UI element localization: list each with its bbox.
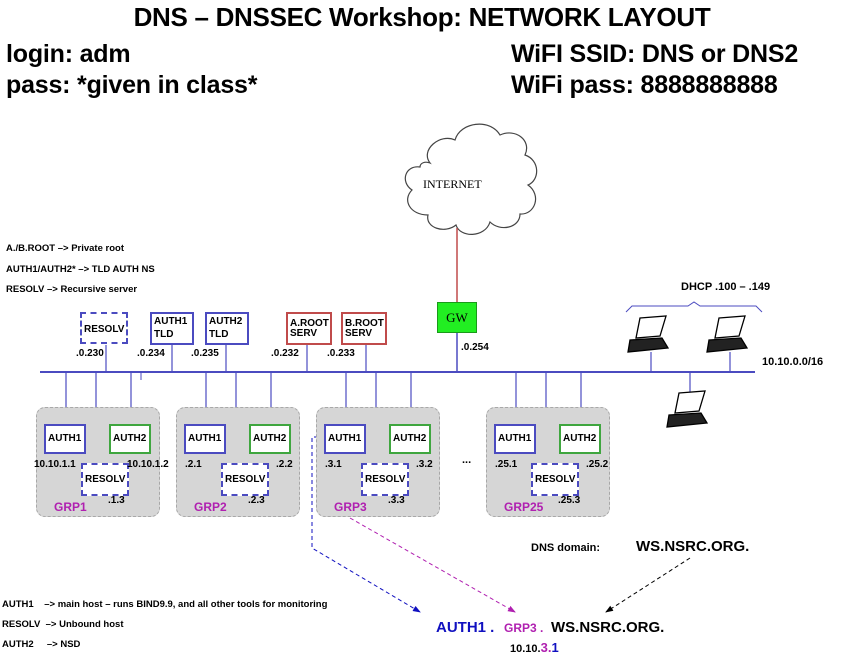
core-auth1-line2: TLD bbox=[154, 329, 174, 340]
auth2-ip: .2.2 bbox=[276, 459, 293, 470]
gateway-node[interactable]: GW bbox=[437, 302, 477, 333]
dhcp-brace bbox=[625, 301, 763, 313]
gateway-label: GW bbox=[446, 310, 468, 325]
fqdn-host: AUTH1 . bbox=[436, 619, 495, 636]
laptop-icon bbox=[666, 390, 709, 428]
auth2-node[interactable]: AUTH2 bbox=[249, 424, 291, 454]
fqdn-ip: 10.10.3.1 bbox=[510, 640, 559, 655]
legend-tld: AUTH1/AUTH2* –> TLD AUTH NS bbox=[6, 264, 155, 275]
core-resolv-label: RESOLV bbox=[84, 324, 125, 335]
core-auth1-ip: .0.234 bbox=[137, 348, 165, 359]
fqdn-domain: WS.NSRC.ORG. bbox=[551, 619, 665, 636]
auth1-ip: .25.1 bbox=[495, 459, 518, 470]
wifi-ssid-text: WiFI SSID: DNS or DNS2 bbox=[511, 40, 799, 68]
group-name: GRP25 bbox=[504, 500, 544, 514]
auth1-node-label: AUTH1 bbox=[498, 433, 532, 444]
fqdn-ip-host: 1 bbox=[551, 640, 559, 655]
fqdn-ip-prefix: 10.10. bbox=[510, 643, 541, 655]
core-a-root-line1: A.ROOT bbox=[290, 318, 329, 329]
auth2-ip: 10.10.1.2 bbox=[127, 459, 169, 470]
resolv-ip: .25.3 bbox=[558, 495, 581, 506]
wifi-pass-text: WiFi pass: 8888888888 bbox=[511, 71, 778, 99]
auth2-node[interactable]: AUTH2 bbox=[389, 424, 431, 454]
group-name: GRP2 bbox=[194, 500, 227, 514]
core-b-root-line1: B.ROOT bbox=[345, 318, 384, 329]
resolv-node-label: RESOLV bbox=[225, 474, 266, 485]
auth2-node[interactable]: AUTH2 bbox=[109, 424, 151, 454]
pass-text: pass: *given in class* bbox=[6, 71, 258, 99]
auth1-node-label: AUTH1 bbox=[328, 433, 362, 444]
gateway-ip: .0.254 bbox=[461, 342, 489, 353]
legend-auth1: AUTH1 –> main host – runs BIND9.9, and a… bbox=[2, 599, 328, 610]
legend-auth2: AUTH2 –> NSD bbox=[2, 639, 81, 650]
resolv-node-label: RESOLV bbox=[535, 474, 576, 485]
auth2-ip: .3.2 bbox=[416, 459, 433, 470]
resolv-node[interactable]: RESOLV bbox=[531, 463, 579, 496]
page-title: DNS – DNSSEC Workshop: NETWORK LAYOUT bbox=[133, 2, 711, 32]
dns-domain-label: DNS domain: bbox=[531, 542, 601, 554]
resolv-ip: .2.3 bbox=[248, 495, 265, 506]
auth1-ip: .3.1 bbox=[325, 459, 342, 470]
resolv-node-label: RESOLV bbox=[85, 474, 126, 485]
laptop-icon bbox=[706, 315, 749, 353]
auth2-node-label: AUTH2 bbox=[393, 433, 427, 444]
auth1-node[interactable]: AUTH1 bbox=[184, 424, 226, 454]
group-name: GRP1 bbox=[54, 500, 87, 514]
laptop-icon bbox=[627, 315, 670, 353]
resolv-node[interactable]: RESOLV bbox=[361, 463, 409, 496]
resolv-ip: .3.3 bbox=[388, 495, 405, 506]
core-auth2-ip: .0.235 bbox=[191, 348, 219, 359]
core-a-root-line2: SERV bbox=[290, 328, 318, 339]
core-b-root-ip: .0.233 bbox=[327, 348, 355, 359]
legend-root: A./B.ROOT –> Private root bbox=[6, 243, 124, 254]
auth2-ip: .25.2 bbox=[586, 459, 609, 470]
resolv-node-label: RESOLV bbox=[365, 474, 406, 485]
core-b-root-line2: SERV bbox=[345, 328, 373, 339]
auth1-ip: .2.1 bbox=[185, 459, 202, 470]
domain-arrow bbox=[605, 557, 691, 613]
auth1-node[interactable]: AUTH1 bbox=[494, 424, 536, 454]
dhcp-label: DHCP .100 – .149 bbox=[681, 281, 771, 293]
resolv-node[interactable]: RESOLV bbox=[81, 463, 129, 496]
core-a-root-ip: .0.232 bbox=[271, 348, 299, 359]
legend-resolv-host: RESOLV –> Unbound host bbox=[2, 619, 124, 630]
auth2-node[interactable]: AUTH2 bbox=[559, 424, 601, 454]
legend-resolv: RESOLV –> Recursive server bbox=[6, 284, 138, 295]
resolv-node[interactable]: RESOLV bbox=[221, 463, 269, 496]
groups-ellipsis: ... bbox=[462, 454, 472, 466]
core-resolv[interactable]: RESOLV bbox=[80, 312, 128, 344]
auth1-node-label: AUTH1 bbox=[48, 433, 82, 444]
auth1-node[interactable]: AUTH1 bbox=[324, 424, 366, 454]
fqdn-ip-group: 3. bbox=[540, 640, 552, 655]
group-name: GRP3 bbox=[334, 500, 367, 514]
auth1-node-label: AUTH1 bbox=[188, 433, 222, 444]
core-auth2-line1: AUTH2 bbox=[209, 316, 243, 327]
network-label: 10.10.0.0/16 bbox=[762, 356, 824, 368]
resolv-ip: .1.3 bbox=[108, 495, 125, 506]
core-auth1-line1: AUTH1 bbox=[154, 316, 188, 327]
auth1-node[interactable]: AUTH1 bbox=[44, 424, 86, 454]
auth2-node-label: AUTH2 bbox=[113, 433, 147, 444]
dns-domain-value: WS.NSRC.ORG. bbox=[636, 538, 750, 555]
grp3-arrow bbox=[349, 517, 516, 613]
internet-cloud-icon bbox=[404, 123, 538, 235]
auth2-node-label: AUTH2 bbox=[563, 433, 597, 444]
core-resolv-ip: .0.230 bbox=[76, 348, 104, 359]
login-text: login: adm bbox=[6, 40, 131, 68]
internet-label: INTERNET bbox=[423, 177, 482, 191]
fqdn-group: GRP3 . bbox=[504, 621, 544, 635]
core-auth2-line2: TLD bbox=[209, 329, 229, 340]
auth2-node-label: AUTH2 bbox=[253, 433, 287, 444]
auth1-ip: 10.10.1.1 bbox=[34, 459, 76, 470]
